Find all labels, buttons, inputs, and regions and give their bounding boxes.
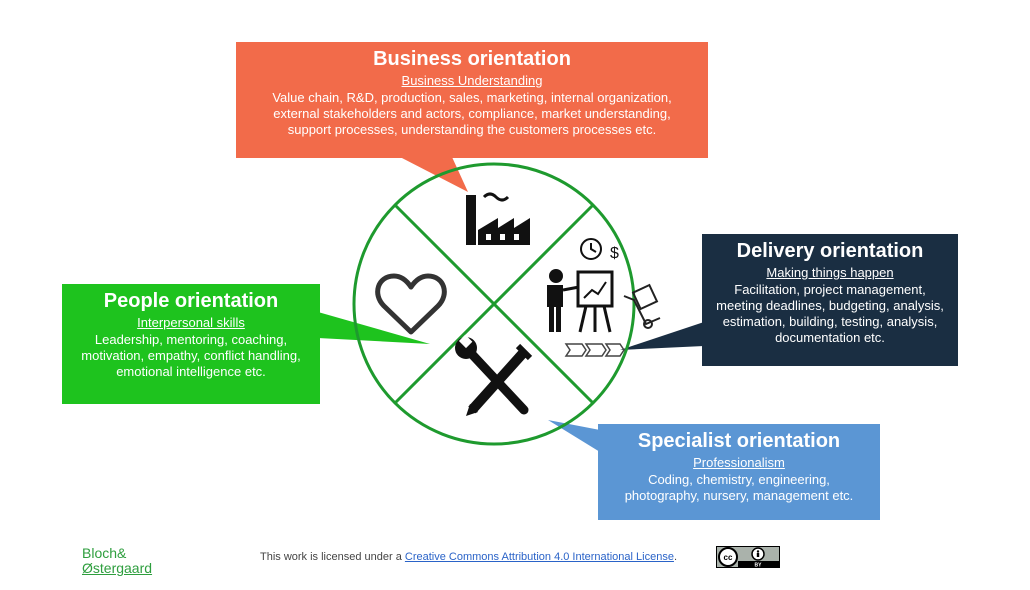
delivery-callout-tail [620,322,704,350]
divider-line-2 [393,203,595,405]
clock-icon [580,238,602,260]
presenter-icon [547,269,614,333]
people-callout-tail [318,312,430,344]
cc-label: cc [724,553,733,562]
license-suffix: . [673,551,678,563]
by-label: BY [755,563,763,569]
factory-icon [466,192,530,245]
specialist-callout-tail [548,420,600,452]
tools-icon [455,334,533,416]
business-orientation-box: Business orientation Business Understand… [236,42,708,158]
specialist-orientation-box: Specialist orientation Professionalism C… [598,424,880,520]
delivery-body: Facilitation, project management, meetin… [716,282,944,345]
business-body: Value chain, R&D, production, sales, mar… [272,90,672,137]
business-title: Business orientation [373,48,571,70]
specialist-title: Specialist orientation [637,430,841,452]
cc-by-badge[interactable]: cc BY [716,546,780,568]
license-link[interactable]: Creative Commons Attribution 4.0 Interna… [404,551,674,563]
license-notice: This work is licensed under a Creative C… [260,551,677,563]
delivery-title: Delivery orientation [736,240,924,262]
people-title: People orientation [103,290,279,312]
people-subtitle: Interpersonal skills [137,315,245,330]
specialist-body: Coding, chemistry, engineering, photogra… [624,472,854,503]
orientation-circle [352,162,636,446]
business-subtitle: Business Understanding [401,73,543,88]
license-prefix: This work is licensed under a [260,551,405,563]
hand-truck-icon [623,283,661,329]
logo-line-2: Østergaard [82,560,153,576]
business-callout-tail [400,157,468,192]
cc-icon [718,547,738,567]
people-body: Leadership, mentoring, coaching, motivat… [81,332,301,379]
heart-icon [375,273,447,335]
delivery-orientation-box: Delivery orientation Making things happe… [702,234,958,366]
people-orientation-box: People orientation Interpersonal skills … [62,284,320,404]
bloch-ostergaard-logo: Bloch& Østergaard [82,546,152,576]
dollar-icon: $ [610,245,619,262]
delivery-subtitle: Making things happen [766,265,894,280]
specialist-subtitle: Professionalism [693,455,785,470]
process-arrows-icon [564,343,625,357]
logo-line-1: Bloch& [82,545,127,561]
